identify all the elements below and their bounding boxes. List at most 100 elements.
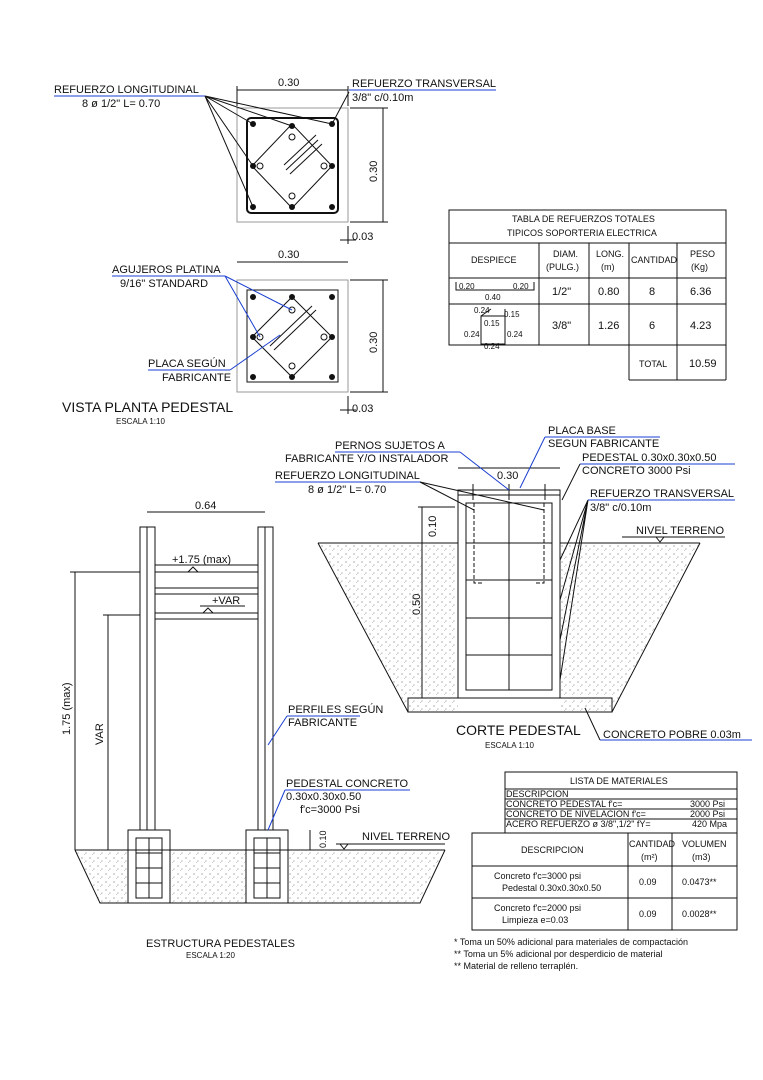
materials-desc-header: DESCRIPCION: [506, 789, 569, 799]
column-header: DESPIECE: [471, 255, 517, 265]
note: ** Material de relleno terraplén.: [454, 961, 578, 971]
plan-view-plate: [112, 261, 388, 414]
list-item: ACERO REFUERZO ø 3/8",1/2" fY= 420 Mpa: [506, 819, 727, 829]
structure-drawing: [70, 511, 446, 904]
dim-height: 0.10: [427, 516, 439, 537]
cantidad-cell: 6: [649, 320, 655, 332]
peso-cell: 6.36: [690, 286, 711, 298]
nivel-terreno-label: NIVEL TERRENO: [362, 831, 450, 843]
diam-cell: 1/2": [552, 286, 571, 298]
volumen-cell: 0.0028**: [682, 909, 717, 919]
column-header: CANTIDAD: [631, 255, 678, 265]
table-subtitle: TIPICOS SOPORTERIA ELECTRICA: [507, 228, 657, 238]
column-header: DIAM.: [553, 249, 578, 259]
dim-height: VAR: [94, 723, 106, 745]
pedestal-dims: 0.30x0.30x0.50: [286, 791, 361, 803]
peso-cell: 4.23: [690, 320, 711, 332]
refuerzo-longitudinal-label: REFUERZO LONGITUDINAL: [275, 470, 420, 482]
cantidad-cell: 0.09: [639, 909, 657, 919]
view-title: ESTRUCTURA PEDESTALES: [146, 938, 295, 950]
refuerzo-longitudinal-label: REFUERZO LONGITUDINAL: [54, 84, 199, 96]
dim-width: 0.64: [195, 500, 216, 512]
view-scale: ESCALA 1:10: [485, 741, 534, 750]
desc-cell: Concreto f'c=3000 psi: [494, 871, 581, 881]
table-row: 0.24 0.15 0.15 0.24 0.24 0.24 3/8" 1.26 …: [464, 306, 711, 351]
dim-height: 0.50: [411, 594, 423, 615]
column-header: CANTIDAD: [629, 839, 676, 849]
pedestal-label: PEDESTAL CONCRETO: [286, 778, 408, 790]
material-value: 420 Mpa: [692, 819, 727, 829]
view-title: VISTA PLANTA PEDESTAL: [62, 399, 233, 415]
placa-label: PLACA SEGÚN: [148, 357, 226, 370]
refuerzo-longitudinal-spec: 8 ø 1/2" L= 0.70: [82, 98, 160, 110]
volumen-cell: 0.0473**: [682, 877, 717, 887]
diam-cell: 3/8": [552, 320, 571, 332]
despiece-dim: 0.24: [484, 342, 500, 351]
placa-label: FABRICANTE: [162, 372, 231, 384]
dim-width: 0.30: [278, 249, 299, 261]
materials-title: LISTA DE MATERIALES: [570, 776, 668, 786]
despiece-dim: 0.40: [485, 293, 501, 302]
despiece-dim: 0.20: [459, 282, 475, 291]
refuerzo-longitudinal-spec: 8 ø 1/2" L= 0.70: [308, 484, 386, 496]
despiece-dim: 0.24: [507, 330, 523, 339]
table-row: Concreto f'c=3000 psi Pedestal 0.30x0.30…: [494, 871, 717, 893]
despiece-dim: 0.20: [513, 282, 529, 291]
dim-cover: 0.03: [352, 231, 373, 243]
cantidad-cell: 8: [649, 286, 655, 298]
dim-width: 0.30: [278, 77, 299, 89]
list-item: CONCRETO DE NIVELACION f'c= 2000 Psi: [506, 809, 725, 819]
table-title: TABLA DE REFUERZOS TOTALES: [512, 214, 655, 224]
concreto-pobre-label: CONCRETO POBRE 0.03m: [603, 729, 741, 741]
perfiles-label: FABRICANTE: [288, 717, 357, 729]
level-var-label: +VAR: [212, 595, 240, 607]
material-label: CONCRETO DE NIVELACION f'c=: [506, 809, 646, 819]
section-drawing: [275, 436, 752, 741]
despiece-dim: 0.24: [464, 330, 480, 339]
total-label: TOTAL: [639, 359, 667, 369]
total-value: 10.59: [689, 358, 717, 370]
column-header: (m3): [692, 852, 711, 862]
view-scale: ESCALA 1:20: [186, 951, 235, 960]
materials-table: [471, 771, 738, 931]
level-max-label: +1.75 (max): [172, 554, 231, 566]
despiece-dim: 0.15: [504, 310, 520, 319]
view-scale: ESCALA 1:10: [116, 417, 165, 426]
column-header: (PULG.): [546, 262, 579, 272]
refuerzo-transversal-label: REFUERZO TRANSVERSAL: [590, 488, 734, 500]
table-row: Concreto f'c=2000 psi Limpieza e=0.03 0.…: [494, 903, 717, 925]
material-value: 3000 Psi: [690, 799, 725, 809]
desc-cell: Concreto f'c=2000 psi: [494, 903, 581, 913]
desc-cell: Pedestal 0.30x0.30x0.50: [502, 883, 601, 893]
placa-base-label: SEGUN FABRICANTE: [548, 438, 659, 450]
note: * Toma un 50% adicional para materiales …: [454, 937, 688, 947]
dim-height: 0.30: [368, 161, 380, 182]
pernos-label: PERNOS SUJETOS A: [335, 440, 445, 452]
dim-height: 1.75 (max): [61, 682, 73, 735]
column-header: DESCRIPCION: [521, 845, 584, 855]
view-title: CORTE PEDESTAL: [456, 722, 581, 738]
nivel-terreno-label: NIVEL TERRENO: [636, 525, 724, 537]
column-header: PESO: [690, 249, 715, 259]
material-label: ACERO REFUERZO ø 3/8",1/2" fY=: [506, 819, 651, 829]
column-header: VOLUMEN: [682, 839, 727, 849]
list-item: CONCRETO PEDESTAL f'c= 3000 Psi: [506, 799, 725, 809]
note: ** Toma un 5% adicional por desperdicio …: [454, 949, 662, 959]
perfiles-label: PERFILES SEGÚN: [288, 703, 383, 716]
agujeros-platina-spec: 9/16" STANDARD: [120, 278, 208, 290]
long-cell: 1.26: [598, 320, 619, 332]
refuerzo-transversal-label: REFUERZO TRANSVERSAL: [352, 78, 496, 90]
refuerzo-transversal-spec: 3/8" c/0.10m: [590, 502, 651, 514]
dim-height: 0.10: [318, 830, 328, 848]
table-row: 0.20 0.20 0.40 1/2" 0.80 8 6.36: [459, 282, 711, 302]
column-header: (m²): [641, 852, 658, 862]
refuerzo-transversal-spec: 3/8" c/0.10m: [352, 92, 413, 104]
column-header: (m): [601, 262, 615, 272]
column-header: LONG.: [596, 249, 624, 259]
plan-view-reinforcement: [54, 86, 496, 244]
column-header: (Kg): [691, 262, 708, 272]
material-label: CONCRETO PEDESTAL f'c=: [506, 799, 622, 809]
despiece-dim: 0.24: [474, 306, 490, 315]
dim-width: 0.30: [497, 470, 518, 482]
